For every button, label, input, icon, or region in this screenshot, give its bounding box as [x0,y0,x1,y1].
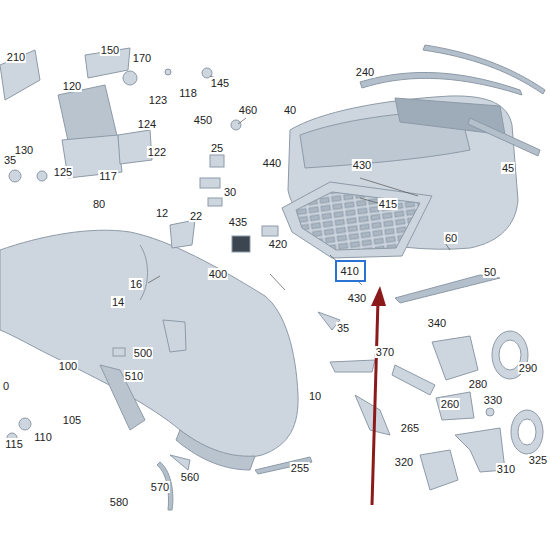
callout-number: 240 [355,66,375,78]
callout-number: 450 [193,114,213,126]
callout-number: 45 [501,162,515,174]
callout-number: 265 [400,422,420,434]
highlight-box: 410 [335,260,366,282]
callout-number: 40 [283,104,297,116]
callout-number: 145 [210,77,230,89]
callout-number: 430 [352,159,372,171]
callout-number: 560 [180,471,200,483]
callout-number: 170 [132,52,152,64]
callout-number: 310 [496,463,516,475]
pointer-arrow [372,300,378,505]
callout-number: 30 [223,186,237,198]
callout-number: 123 [148,94,168,106]
callout-number: 400 [208,268,228,280]
callout-number: 580 [109,496,129,508]
callout-number: 150 [100,44,120,56]
callout-number: 118 [178,87,198,99]
callout-number: 14 [111,296,125,308]
callout-number: 115 [4,438,24,450]
callout-number: 117 [98,170,118,182]
pointer-arrowhead [371,286,386,306]
callout-number: 510 [124,370,144,382]
callout-number: 22 [189,210,203,222]
callout-number: 430 [347,292,367,304]
callout-number: 570 [150,481,170,493]
callout-number: 255 [290,462,310,474]
callout-number: 330 [483,394,503,406]
callout-number: 35 [3,154,17,166]
callout-number: 420 [268,238,288,250]
callout-number: 410 [341,265,360,277]
callout-number: 120 [62,80,82,92]
callout-number: 16 [129,278,143,290]
callout-number: 210 [6,51,26,63]
callout-number: 35 [336,322,350,334]
callout-number: 370 [375,346,395,358]
callout-number: 60 [444,232,458,244]
callout-number: 440 [262,157,282,169]
callout-number: 105 [62,414,82,426]
callout-number: 10 [308,390,322,402]
callout-number: 12 [155,207,169,219]
callout-number: 460 [238,104,258,116]
callout-number: 290 [518,362,538,374]
callout-number: 325 [528,454,548,466]
callout-number: 320 [394,456,414,468]
callout-number: 125 [53,166,73,178]
callout-number: 500 [133,347,153,359]
callout-number: 435 [228,216,248,228]
callout-number: 280 [468,378,488,390]
callout-number: 110 [33,431,53,443]
callout-number: 260 [440,398,460,410]
callout-number: 122 [147,146,167,158]
callout-number: 124 [137,118,157,130]
callout-number: 100 [58,360,78,372]
callout-number: 50 [483,266,497,278]
callout-number: 0 [2,380,10,392]
callout-number: 340 [427,317,447,329]
callout-number: 80 [92,198,106,210]
callout-number: 415 [378,198,398,210]
callout-number: 25 [210,142,224,154]
